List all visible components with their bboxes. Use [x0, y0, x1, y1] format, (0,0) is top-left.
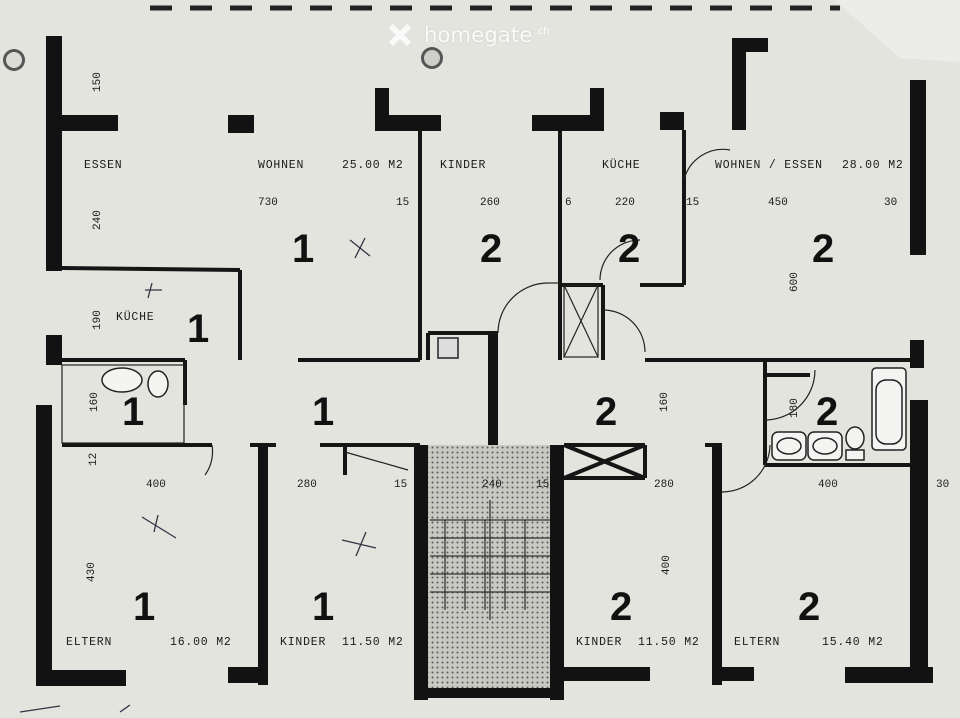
- dimension: 220: [615, 197, 635, 209]
- dimension: 400: [146, 479, 166, 491]
- dimension: 600: [789, 272, 801, 292]
- apartment-marker: 1: [133, 585, 155, 629]
- room-area: 25.00 M2: [342, 159, 404, 172]
- room-area: 28.00 M2: [842, 159, 904, 172]
- room-area: 11.50 M2: [638, 636, 700, 649]
- dimension: 6: [565, 197, 572, 209]
- dimension: 240: [482, 479, 502, 491]
- apartment-marker: 2: [480, 227, 502, 271]
- room-name: ELTERN: [66, 636, 112, 649]
- room-name: KINDER: [576, 636, 622, 649]
- paper-fold: [835, 0, 960, 62]
- dimension: 15: [396, 197, 409, 209]
- dimension: 160: [89, 392, 101, 412]
- dimension: 15: [536, 479, 549, 491]
- sink: [101, 367, 143, 393]
- walls: [36, 36, 933, 700]
- dimension: 400: [818, 479, 838, 491]
- dimension: 260: [480, 197, 500, 209]
- dimension: 280: [654, 479, 674, 491]
- dimension: 280: [297, 479, 317, 491]
- partition-walls: [61, 130, 910, 480]
- bathroom-fixtures: [101, 337, 907, 461]
- dimension: 240: [92, 210, 104, 230]
- dimension: 180: [789, 398, 801, 418]
- room-name: KINDER: [440, 159, 486, 172]
- homegate-watermark: homegate .ch: [384, 18, 550, 52]
- dimension: 30: [884, 197, 897, 209]
- dimension: 30: [936, 479, 949, 491]
- apartment-marker: 2: [618, 227, 640, 271]
- room-name: KÜCHE: [116, 311, 155, 324]
- room-area: 11.50 M2: [342, 636, 404, 649]
- apartment-marker: 1: [292, 227, 314, 271]
- room-name: KINDER: [280, 636, 326, 649]
- toilet: [147, 370, 169, 398]
- brand-name: homegate: [424, 23, 533, 47]
- hand-marks: [19, 237, 377, 713]
- dimension-labels: 150 730 15 260 6 220 15 450 30 240 190 6…: [86, 72, 949, 582]
- dimension: 190: [92, 310, 104, 330]
- room-labels: ESSEN WOHNEN 25.00 M2 KINDER KÜCHE WOHNE…: [66, 159, 904, 649]
- room-name: ESSEN: [84, 159, 123, 172]
- brand-tld: .ch: [534, 25, 550, 37]
- apartment-marker: 2: [798, 585, 820, 629]
- apartment-marker: 2: [812, 227, 834, 271]
- dimension: 430: [86, 562, 98, 582]
- dimension: 730: [258, 197, 278, 209]
- apartment-marker: 1: [312, 390, 334, 434]
- apartment-markers: 1 1 1 1 1 1 2 2 2 2 2 2 2: [122, 227, 838, 629]
- stair-lines: [430, 500, 552, 620]
- room-name: KÜCHE: [602, 159, 641, 172]
- dimension: 15: [686, 197, 699, 209]
- room-name: WOHNEN: [258, 159, 304, 172]
- apartment-marker: 1: [312, 585, 334, 629]
- toilet: [845, 426, 865, 450]
- dimension: 160: [659, 392, 671, 412]
- apartment-marker: 2: [595, 390, 617, 434]
- homegate-cross-logo-icon: [389, 24, 411, 46]
- room-area: 16.00 M2: [170, 636, 232, 649]
- apartment-marker: 2: [816, 390, 838, 434]
- apartment-marker: 1: [122, 390, 144, 434]
- door-swings: [61, 148, 816, 493]
- apartment-marker: 2: [610, 585, 632, 629]
- room-name: ELTERN: [734, 636, 780, 649]
- dimension: 12: [88, 453, 100, 466]
- dimension: 450: [768, 197, 788, 209]
- room-area: 15.40 M2: [822, 636, 884, 649]
- apartment-marker: 1: [187, 307, 209, 351]
- dimension: 400: [661, 555, 673, 575]
- dimension: 150: [92, 72, 104, 92]
- dimension: 15: [394, 479, 407, 491]
- room-name: WOHNEN / ESSEN: [715, 159, 823, 172]
